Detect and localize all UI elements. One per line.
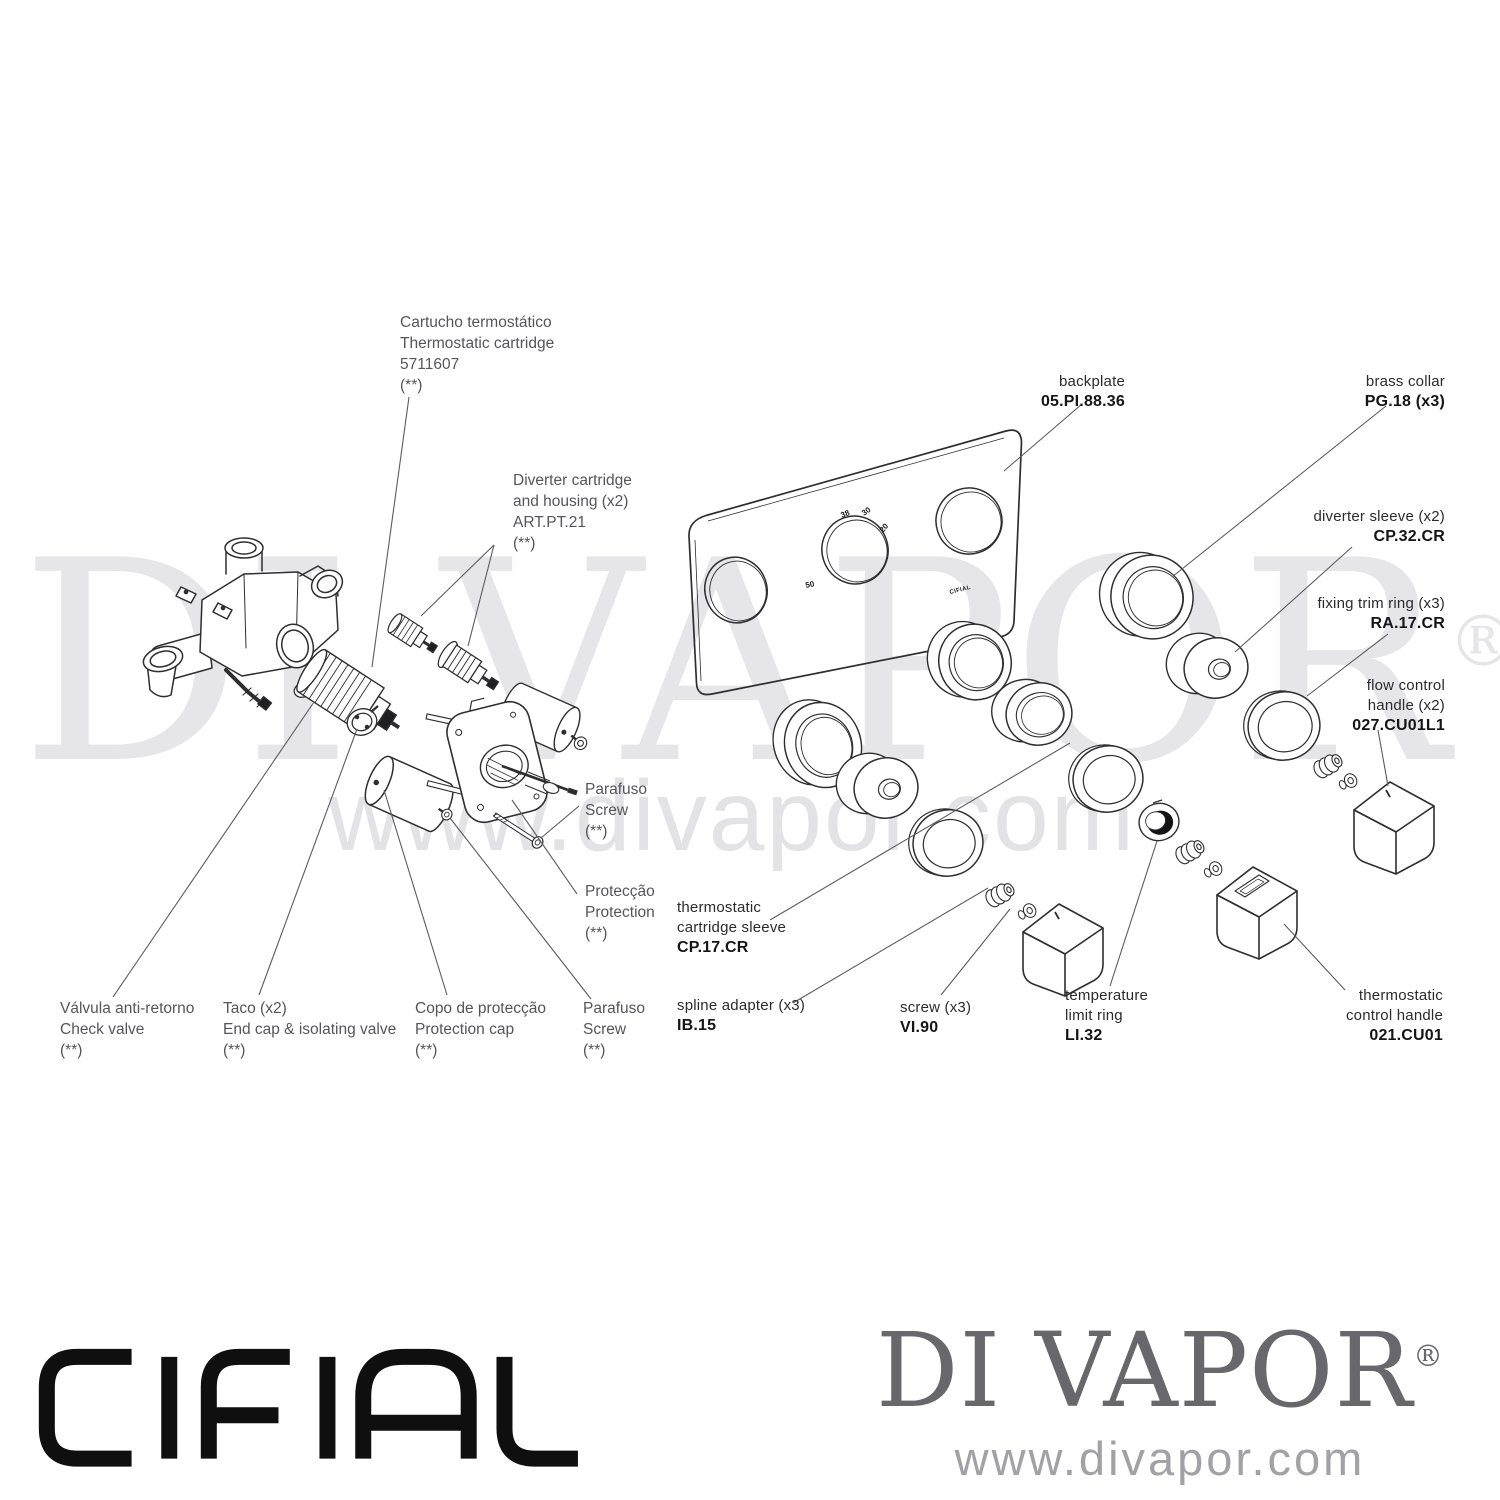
registered-mark-icon: ®: [1413, 1339, 1445, 1374]
label-temperature-limit-ring: temperature limit ring LI.32: [1065, 987, 1149, 1044]
mounting-housing-drawing: [446, 697, 548, 824]
brass-collar-top-drawing: [1098, 551, 1194, 640]
temperature-limit-ring-drawing: [1138, 799, 1180, 842]
svg-text:30: 30: [860, 505, 873, 518]
label-spline-adapter: spline adapter (x3) IB.15: [677, 997, 806, 1034]
label-thermostatic-cartridge: Cartucho termostático Thermostatic cartr…: [400, 314, 555, 394]
trim-ring-top-drawing: [1243, 690, 1321, 761]
temperature-dial-marks: 38 30 20 50: [805, 505, 891, 590]
protection-cap-1-drawing: [364, 755, 454, 833]
cap-screw-drawing: [570, 734, 588, 751]
small-screw-drawing: [437, 807, 453, 821]
label-screw-x3: screw (x3) VI.90: [900, 999, 972, 1036]
spline-adapter-left-drawing: [985, 883, 1015, 908]
label-protection: Protecção Protection (**): [585, 883, 655, 942]
brass-collar-middle-drawing: [926, 620, 1012, 701]
divapor-url: www.divapor.com: [954, 1432, 1366, 1485]
backplate-brand-mark: CIFIAL: [949, 585, 972, 596]
handle-screw-middle-drawing: [1203, 861, 1223, 878]
svg-text:50: 50: [805, 579, 816, 590]
label-thermostatic-control-handle: thermostatic control handle 021.CU01: [1345, 987, 1443, 1044]
diverter-sleeve-top-drawing: [1165, 632, 1249, 699]
diverter-cartridge-1-drawing: [387, 613, 439, 654]
label-check-valve: Válvula anti-retorno Check valve (**): [60, 1000, 195, 1059]
label-end-cap: Taco (x2) End cap & isolating valve (**): [223, 1000, 397, 1059]
diverter-sleeve-left-drawing: [835, 752, 919, 819]
thermostatic-control-handle-drawing: [1216, 866, 1298, 960]
flow-control-handle-left-drawing: [1022, 903, 1104, 997]
trim-ring-left-drawing: [908, 808, 984, 877]
diverter-cartridge-2-drawing: [437, 640, 500, 691]
svg-text:20: 20: [878, 521, 891, 534]
brass-collar-left-drawing: [772, 699, 863, 789]
label-diverter-sleeve: diverter sleeve (x2) CP.32.CR: [1313, 508, 1445, 545]
label-backplate: backplate 05.PI.88.36: [1040, 373, 1125, 410]
leader-lines: [112, 396, 1389, 1004]
handle-screw-top-drawing: [1338, 773, 1358, 790]
label-flow-control-handle: flow control handle (x2) 027.CU01L1: [1352, 677, 1445, 734]
spline-adapter-top-drawing: [1313, 754, 1343, 779]
label-screw-mid: Parafuso Screw (**): [585, 781, 648, 840]
handle-screw-left-drawing: [1017, 903, 1037, 920]
valve-body-drawing: [142, 537, 344, 711]
flow-control-handle-top-drawing: [1353, 781, 1435, 875]
label-screw-bottom: Parafuso Screw (**): [583, 1000, 646, 1059]
label-brass-collar: brass collar PG.18 (x3): [1364, 373, 1445, 410]
long-screw-drawing: [492, 812, 544, 849]
label-diverter-cartridge: Diverter cartridge and housing (x2) ART.…: [513, 472, 632, 552]
divapor-logo: DI VAPOR® www.divapor.com: [850, 1320, 1470, 1485]
spline-adapter-middle-drawing: [1175, 840, 1205, 865]
label-thermostatic-cartridge-sleeve: thermostatic cartridge sleeve CP.17.CR: [677, 899, 787, 956]
label-fixing-trim-ring: fixing trim ring (x3) RA.17.CR: [1317, 595, 1445, 632]
cartridge-pin-drawing: [501, 764, 578, 796]
label-protection-cap: Copo de protecção Protection cap (**): [415, 1000, 546, 1059]
cifial-logo: [38, 1348, 578, 1467]
end-cap-drawing: [346, 705, 379, 736]
sleeve-middle-drawing: [991, 678, 1073, 746]
svg-text:38: 38: [839, 508, 851, 520]
cartridge-sleeve-ring-drawing: [1068, 744, 1144, 813]
registered-mark-icon: ®: [1448, 600, 1500, 683]
